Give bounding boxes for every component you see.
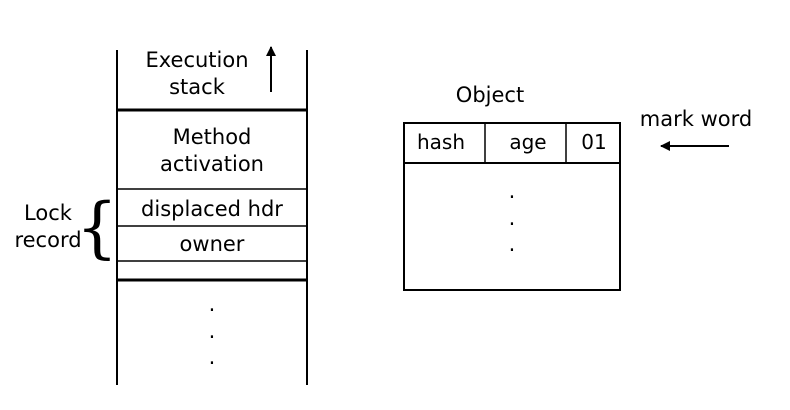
lock-bits-field: 01 [581, 130, 606, 154]
object-dot-2: · [509, 212, 516, 236]
stack-dot-2: · [209, 325, 216, 349]
owner-cell: owner [180, 232, 245, 256]
method-activation-line1: Method [173, 125, 252, 149]
method-activation-line2: activation [160, 152, 264, 176]
lock-record-label: Lock record { [14, 189, 118, 266]
stack-dot-1: · [209, 298, 216, 322]
object-outline [403, 122, 621, 291]
mark-word-pointer: mark word [640, 107, 752, 151]
lock-record-brace: { [76, 189, 118, 266]
stack-dot-3: · [209, 351, 216, 375]
object-title: Object [456, 83, 524, 107]
hash-field: hash [417, 130, 465, 154]
displaced-hdr-cell: displaced hdr [141, 197, 283, 221]
object-box: Object hash age 01 · · · [403, 83, 621, 291]
stack-header-line2: stack [169, 75, 226, 99]
age-field: age [509, 130, 546, 154]
stack-header-line1: Execution [145, 48, 248, 72]
object-dot-1: · [509, 185, 516, 209]
object-dot-3: · [509, 238, 516, 262]
execution-stack: Execution stack Method activation displa… [116, 46, 308, 385]
lock-record-line2: record [14, 228, 81, 252]
mark-word-label: mark word [640, 107, 752, 131]
lock-record-line1: Lock [24, 201, 73, 225]
